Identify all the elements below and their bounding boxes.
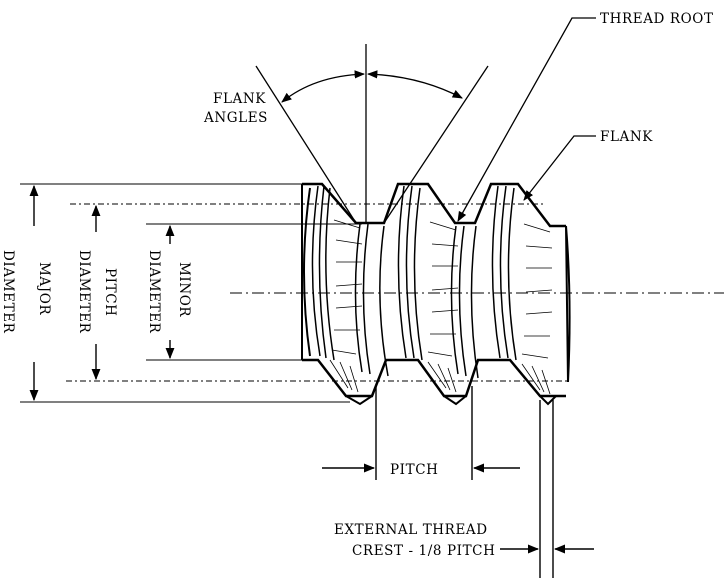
minor-diameter-label-line2: DIAMETER [146,250,162,334]
screw-left-end [301,184,311,360]
flank-angle-left-line [255,65,357,224]
crest-band-2 [397,185,423,361]
flank-angle-arc-left [281,70,366,103]
screw-right-end [565,225,571,383]
reference-lines [20,183,724,403]
major-diameter-label-line2: DIAMETER [0,250,16,334]
pitch-diameter-label-line1: PITCH [102,268,118,317]
flank-angle-arc-right [366,70,463,99]
pitch-diameter-label-line2: DIAMETER [76,250,92,334]
crest-bottom-tips [345,395,557,406]
labels: THREAD ROOT FLANK FLANK ANGLES MAJOR DIA… [0,11,714,559]
minor-diameter-label-line1: MINOR [176,262,192,317]
major-diameter-label-line1: MAJOR [36,262,52,315]
thread-root-leader [457,17,596,222]
pitch-label: PITCH [390,462,439,478]
flank-angle-construction [255,44,489,224]
root-band-2 [450,225,479,379]
flank-angles-label-line1: FLANK [213,91,266,107]
external-thread-label-line2: CREST - 1/8 PITCH [352,543,496,559]
flank-shading-2 [427,221,459,393]
major-diameter-label: MAJOR DIAMETER [0,250,52,334]
crest-band-1 [311,185,335,361]
flank-leader [523,135,596,201]
external-thread-label-line1: EXTERNAL THREAD [334,522,488,538]
flank-label: FLANK [600,129,653,145]
leaders [457,17,596,222]
screw-body [301,182,571,406]
flank-angle-right-line [383,65,489,224]
flank-angles-label-line2: ANGLES [203,110,268,126]
pitch-diameter-label: PITCH DIAMETER [76,250,118,334]
flank-shading-3 [521,223,553,395]
crest-band-3 [491,185,517,361]
root-band-1 [354,223,389,377]
thread-root-label: THREAD ROOT [600,11,714,27]
dimension-arrows [29,184,594,578]
thread-profile [302,182,566,398]
minor-diameter-label: MINOR DIAMETER [146,250,192,334]
